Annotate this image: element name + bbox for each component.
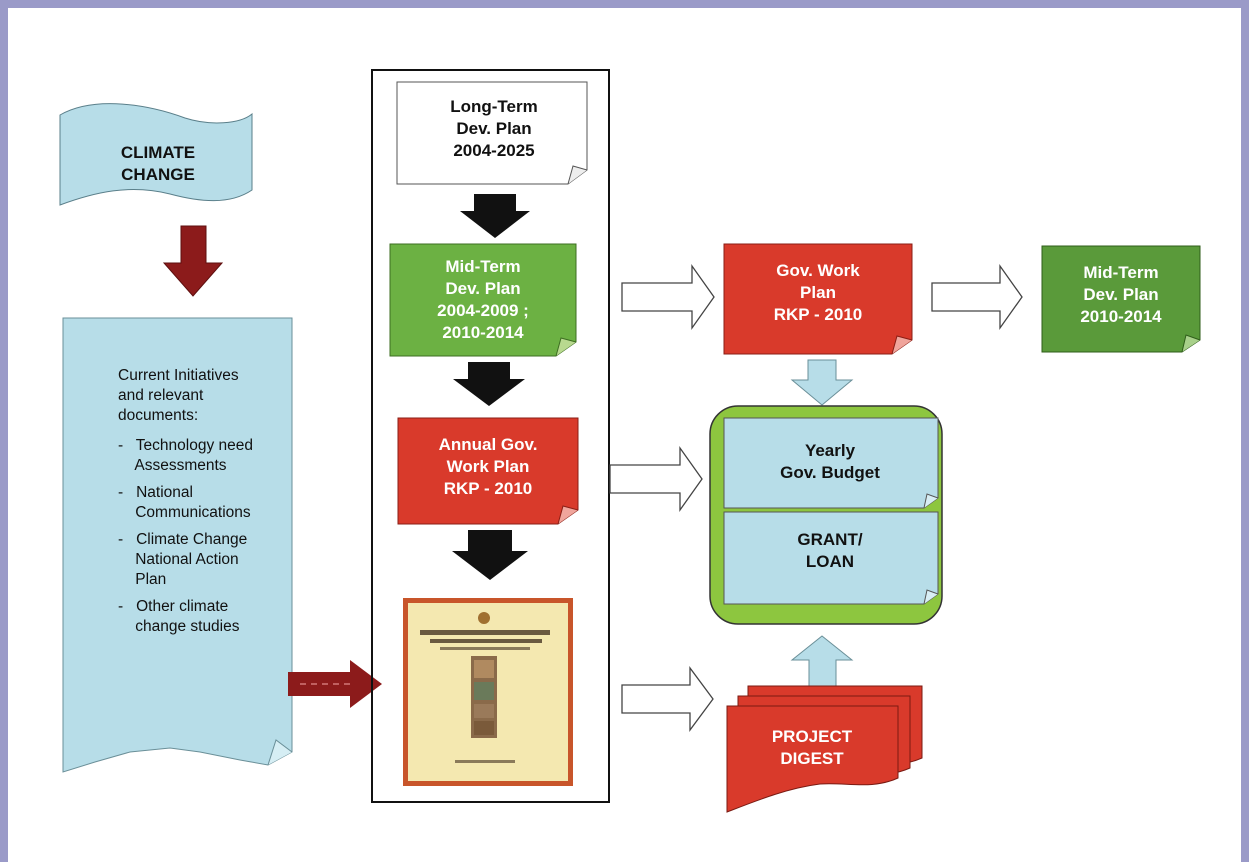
project-digest-label-2: DIGEST xyxy=(780,749,844,768)
initiatives-line-10: Plan xyxy=(118,571,166,588)
initiatives-line-6: - National xyxy=(118,484,193,501)
gov-work-plan-label-3: RKP - 2010 xyxy=(774,305,863,324)
mid-term-final-label-2: Dev. Plan xyxy=(1083,285,1158,304)
initiatives-line-11: - Other climate xyxy=(118,598,228,615)
up-arrow-from-digest xyxy=(790,635,854,689)
grant-label-2: LOAN xyxy=(806,552,854,571)
initiatives-line-9: National Action xyxy=(118,551,239,568)
initiatives-line-5: Assessments xyxy=(118,457,227,474)
central-column xyxy=(371,69,610,803)
annual-plan-label-1: Annual Gov. xyxy=(439,435,538,454)
mid-term-label-2: Dev. Plan xyxy=(445,279,520,298)
annual-plan-label-2: Work Plan xyxy=(447,457,530,476)
mid-term-final-label-1: Mid-Term xyxy=(1083,263,1158,282)
long-term-label-1: Long-Term xyxy=(450,97,538,116)
climate-change-label-2: CHANGE xyxy=(121,165,195,184)
down-arrow-2 xyxy=(453,362,525,406)
long-term-plan-node: Long-Term Dev. Plan 2004-2025 xyxy=(396,81,588,185)
initiatives-line-8: - Climate Change xyxy=(118,531,247,548)
long-term-label-2: Dev. Plan xyxy=(456,119,531,138)
initiatives-line-2: and relevant xyxy=(118,387,204,404)
annual-plan-node: Annual Gov. Work Plan RKP - 2010 xyxy=(397,417,579,525)
project-digest-node: PROJECT DIGEST xyxy=(726,685,923,813)
hollow-arrow-govplan-to-midterm xyxy=(931,263,1023,331)
hollow-arrow-report-to-digest xyxy=(621,666,714,732)
initiatives-line-3: documents: xyxy=(118,407,198,424)
hollow-arrow-annual-to-budget xyxy=(609,445,703,513)
initiatives-line-7: Communications xyxy=(118,504,251,521)
down-arrow-climate xyxy=(162,225,224,297)
initiatives-node: Current Initiatives and relevant documen… xyxy=(62,317,293,773)
initiatives-line-4: - Technology need xyxy=(118,437,253,454)
long-term-label-3: 2004-2025 xyxy=(453,141,534,160)
gov-work-plan-label-2: Plan xyxy=(800,283,836,302)
mid-term-label-1: Mid-Term xyxy=(445,257,520,276)
hollow-arrow-midterm-to-govplan xyxy=(621,263,715,331)
mid-term-plan-node: Mid-Term Dev. Plan 2004-2009 ; 2010-2014 xyxy=(389,243,577,357)
down-arrow-1 xyxy=(460,194,530,238)
gov-work-plan-node: Gov. Work Plan RKP - 2010 xyxy=(723,243,913,355)
dashed-arrow-initiatives xyxy=(288,660,382,708)
initiatives-line-12: change studies xyxy=(118,618,240,635)
initiatives-line-1: Current Initiatives xyxy=(118,367,239,384)
mid-term-label-3: 2004-2009 ; xyxy=(437,301,529,320)
gov-work-plan-label-1: Gov. Work xyxy=(776,261,860,280)
climate-change-label-1: CLIMATE xyxy=(121,143,195,162)
mid-term-label-4: 2010-2014 xyxy=(442,323,524,342)
down-arrow-to-budget xyxy=(790,359,854,406)
annual-plan-label-3: RKP - 2010 xyxy=(444,479,533,498)
budget-group-node: Yearly Gov. Budget GRANT/ LOAN xyxy=(709,405,943,625)
mid-term-final-node: Mid-Term Dev. Plan 2010-2014 xyxy=(1041,245,1201,353)
budget-label-1: Yearly xyxy=(805,441,856,460)
budget-label-2: Gov. Budget xyxy=(780,463,880,482)
climate-change-node: CLIMATE CHANGE xyxy=(59,103,253,206)
mid-term-final-label-3: 2010-2014 xyxy=(1080,307,1162,326)
report-document-image xyxy=(403,598,573,786)
project-digest-label-1: PROJECT xyxy=(772,727,853,746)
grant-label-1: GRANT/ xyxy=(797,530,862,549)
down-arrow-3 xyxy=(452,530,528,580)
